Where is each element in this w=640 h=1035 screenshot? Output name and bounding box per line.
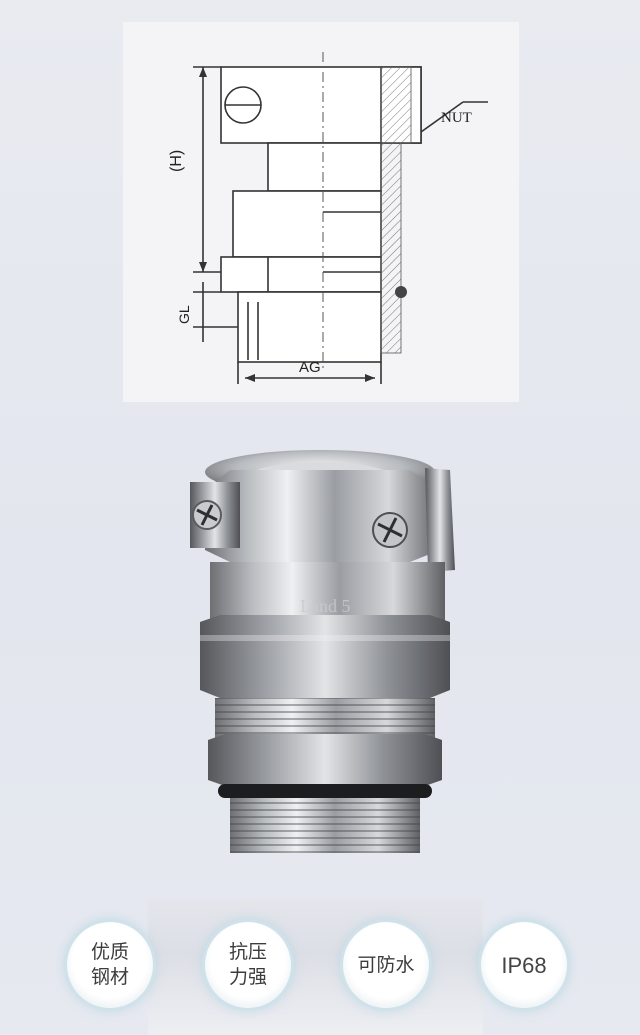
gl-dim-label: GL xyxy=(176,305,192,324)
cable-gland-drawing: (H) GL AG NUT xyxy=(168,52,488,384)
height-dim-label: (H) xyxy=(168,150,185,172)
feature-badge-pressure-resistant: 抗压 力强 xyxy=(205,922,291,1008)
cable-gland-photo: Land 5 xyxy=(190,450,455,853)
ag-dim-label: AG xyxy=(299,359,321,376)
nut-label: NUT xyxy=(441,110,472,126)
feature-label: 抗压 力强 xyxy=(228,941,267,988)
feature-badge-ip68: IP68 xyxy=(481,922,567,1008)
features-strip: 优质 钢材 抗压 力强 可防水 IP68 xyxy=(0,900,640,1035)
feature-label: 可防水 xyxy=(357,953,415,976)
feature-badge-waterproof: 可防水 xyxy=(343,922,429,1008)
feature-label: IP68 xyxy=(501,952,547,978)
background-product-ghost xyxy=(148,900,483,1035)
engraving-text: Land 5 xyxy=(300,596,350,616)
technical-drawing: (H) GL AG NUT xyxy=(123,22,519,402)
feature-label: 优质 钢材 xyxy=(90,941,129,988)
feature-badge-quality-steel: 优质 钢材 xyxy=(67,922,153,1008)
